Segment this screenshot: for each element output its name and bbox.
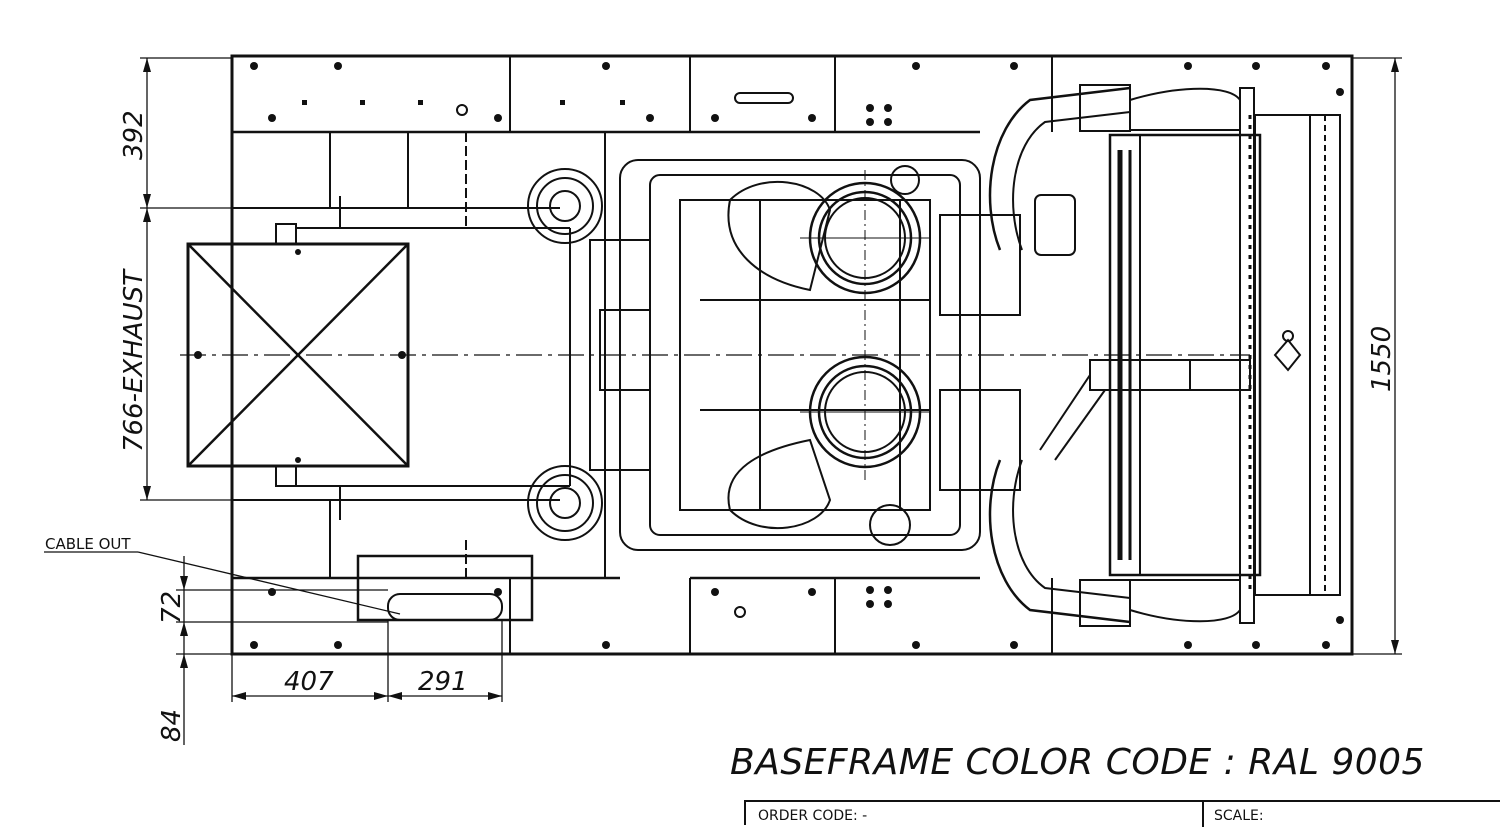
dim-766-exhaust: 766-EXHAUST (119, 268, 149, 452)
baseframe-color-code-title: BASEFRAME COLOR CODE : RAL 9005 (730, 742, 1425, 783)
dim-72: 72 (157, 591, 187, 624)
dim-1550: 1550 (1367, 326, 1397, 392)
table-separator (1202, 802, 1204, 827)
order-code-cell: ORDER CODE: - (758, 808, 868, 824)
dim-291: 291 (418, 667, 468, 697)
dim-392: 392 (119, 110, 149, 160)
dim-407: 407 (284, 667, 334, 697)
cable-out-label: CABLE OUT (45, 535, 131, 553)
scale-cell: SCALE: (1214, 808, 1264, 824)
title-block-table: ORDER CODE: - SCALE: (744, 800, 1500, 827)
dim-84: 84 (157, 709, 187, 742)
